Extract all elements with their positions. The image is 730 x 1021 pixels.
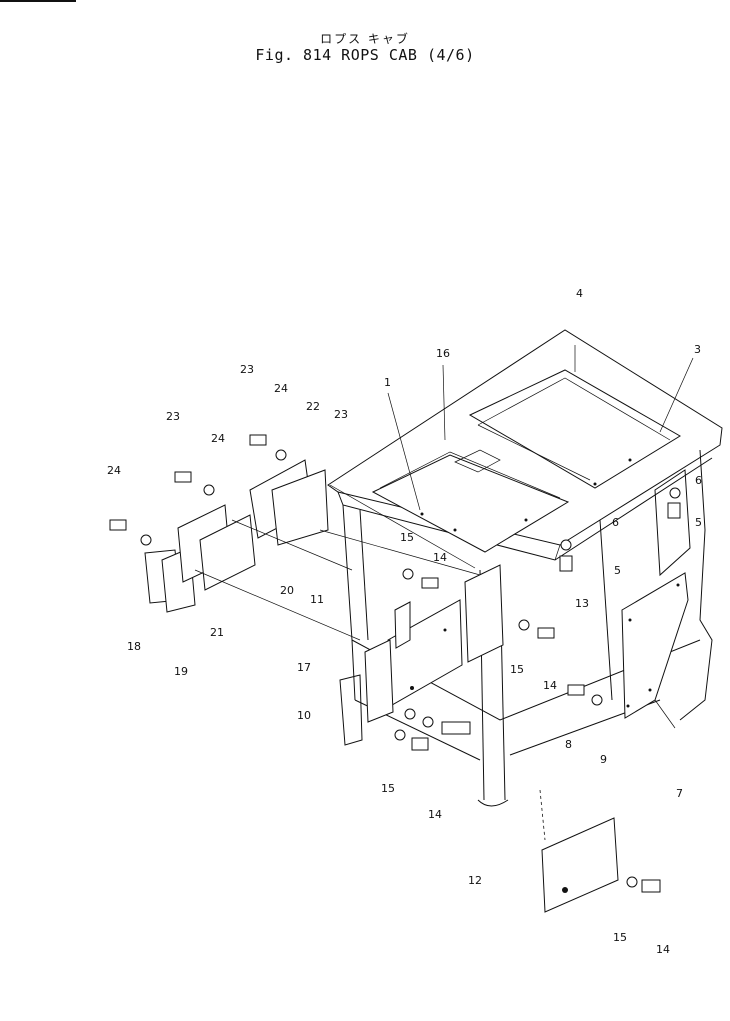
- callout: 5: [695, 516, 702, 529]
- callout: 24: [211, 432, 225, 445]
- callout: 14: [543, 679, 557, 692]
- roof-plate-3: [468, 369, 681, 489]
- callout: 10: [297, 709, 311, 722]
- callout: 17: [297, 661, 311, 674]
- callout: 8: [565, 738, 572, 751]
- callout: 6: [695, 474, 702, 487]
- callout-numbers: 1 16 3 4 5 5 6 6 7 8 9 10 11 12 13 14 14…: [107, 287, 702, 956]
- callout: 19: [174, 665, 188, 678]
- callout: 14: [428, 808, 442, 821]
- callout: 14: [433, 551, 447, 564]
- left-covers: [144, 459, 329, 613]
- callout: 7: [676, 787, 683, 800]
- roof-plate-1: [371, 449, 570, 553]
- corner-rule: [0, 0, 76, 2]
- callout: 9: [600, 753, 607, 766]
- lower-plate-12: [539, 789, 619, 913]
- callout: 16: [436, 347, 450, 360]
- callout: 23: [166, 410, 180, 423]
- callout: 14: [656, 943, 670, 956]
- callout: 23: [334, 408, 348, 421]
- callout: 5: [614, 564, 621, 577]
- callout: 22: [306, 400, 320, 413]
- callout: 4: [576, 287, 583, 300]
- side-window: [654, 469, 691, 577]
- callout: 21: [210, 626, 224, 639]
- title-english: Fig. 814 ROPS CAB (4/6): [255, 46, 475, 64]
- callout: 23: [240, 363, 254, 376]
- callout: 13: [575, 597, 589, 610]
- callout: 12: [468, 874, 482, 887]
- callout: 1: [384, 376, 391, 389]
- callout: 11: [310, 593, 324, 606]
- callout: 24: [274, 382, 288, 395]
- callout: 24: [107, 464, 121, 477]
- fasteners: [109, 434, 681, 893]
- callout: 18: [127, 640, 141, 653]
- leader-lines: [194, 345, 694, 729]
- callout: 3: [694, 343, 701, 356]
- callout: 15: [400, 531, 414, 544]
- callout: 6: [612, 516, 619, 529]
- side-panel-7: [621, 572, 689, 719]
- title-japanese: ロプス キャブ: [320, 32, 410, 46]
- callout: 15: [510, 663, 524, 676]
- callout: 20: [280, 584, 294, 597]
- center-panels: [364, 564, 504, 723]
- callout: 15: [613, 931, 627, 944]
- callout: 15: [381, 782, 395, 795]
